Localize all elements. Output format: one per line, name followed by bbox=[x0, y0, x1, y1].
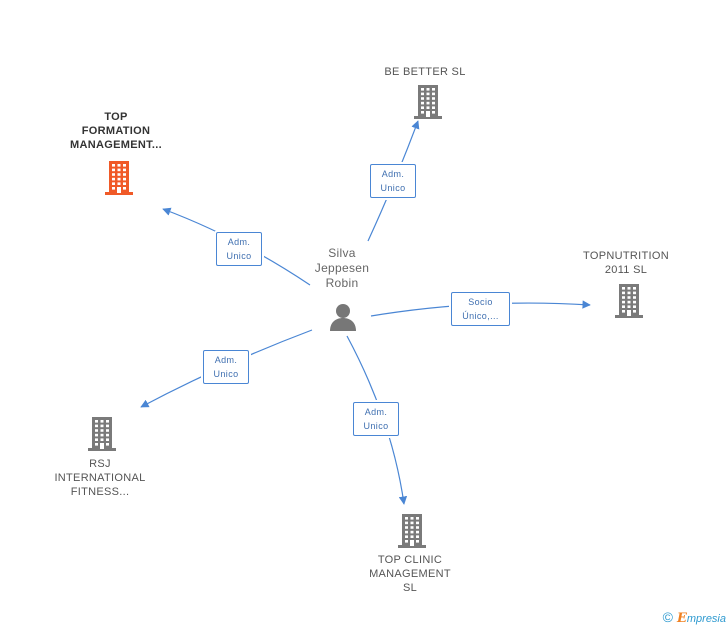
building-icon-rsj[interactable] bbox=[86, 417, 118, 451]
empresia-logo: ©Empresia bbox=[662, 609, 726, 626]
company-name-line: MANAGEMENT... bbox=[70, 139, 162, 151]
role-line: Adm. bbox=[364, 407, 388, 417]
company-name-line: INTERNATIONAL bbox=[54, 472, 146, 484]
role-line: Unico bbox=[213, 369, 239, 379]
company-label-rsj[interactable]: RSJ INTERNATIONAL FITNESS... bbox=[40, 457, 160, 499]
company-label-topnutrition[interactable]: TOPNUTRITION 2011 SL bbox=[566, 249, 686, 277]
building-icon-top-formation[interactable] bbox=[103, 161, 135, 195]
role-label-be-better: Adm. Unico bbox=[370, 164, 416, 198]
company-label-top-formation[interactable]: TOP FORMATION MANAGEMENT... bbox=[54, 110, 178, 152]
role-line: Unico bbox=[380, 183, 406, 193]
company-name-line: TOP CLINIC bbox=[377, 554, 443, 566]
role-label-rsj: Adm. Unico bbox=[203, 350, 249, 384]
building-icon-topnutrition[interactable] bbox=[613, 284, 645, 318]
role-line: Unico bbox=[363, 421, 389, 431]
role-line: Único,... bbox=[462, 311, 499, 321]
company-label-top-clinic[interactable]: TOP CLINIC MANAGEMENT SL bbox=[350, 553, 470, 595]
role-line: Adm. bbox=[214, 355, 238, 365]
role-label-top-formation: Adm. Unico bbox=[216, 232, 262, 266]
role-label-top-clinic: Adm. Unico bbox=[353, 402, 399, 436]
copyright-symbol: © bbox=[662, 609, 673, 625]
company-name-line: 2011 SL bbox=[604, 264, 648, 276]
company-name-line: RSJ bbox=[89, 458, 111, 470]
center-name-line: Jeppesen bbox=[314, 261, 370, 275]
person-icon[interactable] bbox=[328, 302, 358, 332]
company-name-line: FITNESS... bbox=[70, 486, 130, 498]
role-line: Unico bbox=[226, 251, 252, 261]
building-icon-be-better[interactable] bbox=[412, 85, 444, 119]
company-name-line: SL bbox=[402, 582, 418, 594]
company-name-line: FORMATION bbox=[81, 125, 151, 137]
company-name-line: TOPNUTRITION bbox=[583, 250, 669, 262]
role-line: Adm. bbox=[227, 237, 251, 247]
company-name-line: BE BETTER SL bbox=[384, 66, 466, 78]
company-name-line: MANAGEMENT bbox=[369, 568, 451, 580]
role-line: Socio bbox=[468, 297, 493, 307]
company-label-be-better[interactable]: BE BETTER SL bbox=[365, 65, 485, 79]
company-name-line: TOP bbox=[104, 111, 128, 123]
center-name-line: Silva bbox=[328, 246, 356, 260]
building-icon-top-clinic[interactable] bbox=[396, 514, 428, 548]
role-line: Adm. bbox=[381, 169, 405, 179]
center-name-line: Robin bbox=[325, 276, 359, 290]
